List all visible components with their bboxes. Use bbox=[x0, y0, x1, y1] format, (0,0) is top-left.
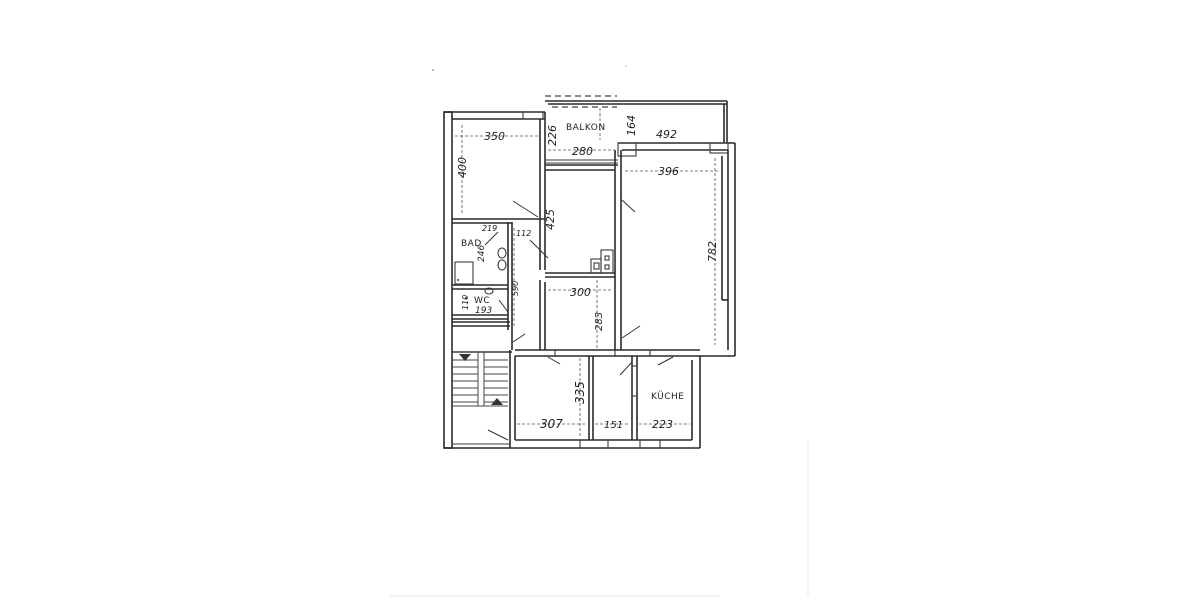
dim-label: 283 bbox=[594, 312, 605, 331]
dim-label: 151 bbox=[604, 420, 623, 431]
dim-label: 112 bbox=[516, 229, 531, 238]
dim-label: 300 bbox=[570, 286, 591, 299]
dim-label: 246 bbox=[477, 245, 487, 262]
dim-label: 164 bbox=[625, 115, 638, 136]
dim-label: 590 bbox=[511, 281, 520, 296]
stairwell bbox=[452, 351, 508, 407]
dim-label: 335 bbox=[573, 381, 587, 404]
dim-label: 110 bbox=[461, 295, 470, 310]
room-label-wc: WC bbox=[474, 296, 490, 306]
dim-label: 782 bbox=[706, 241, 719, 262]
dim-label: 400 bbox=[456, 157, 469, 178]
dim-label: 223 bbox=[652, 418, 673, 431]
dimension-lines bbox=[455, 108, 718, 438]
dim-label: 396 bbox=[658, 165, 679, 178]
room-label-bad: BAD bbox=[461, 239, 482, 249]
dim-label: 226 bbox=[546, 125, 559, 146]
dim-label: 425 bbox=[544, 209, 557, 230]
doors bbox=[484, 199, 674, 441]
dim-label: 492 bbox=[656, 128, 677, 141]
outer-walls bbox=[443, 95, 736, 449]
room-label-kueche: KÜCHE bbox=[651, 391, 685, 402]
dim-label: 307 bbox=[540, 417, 563, 431]
dim-label: 280 bbox=[572, 145, 593, 158]
dim-label: 350 bbox=[484, 130, 505, 143]
dim-label: 219 bbox=[482, 224, 497, 233]
dim-label: 193 bbox=[475, 306, 492, 316]
room-label-balkon: BALKON bbox=[566, 123, 606, 133]
interior-walls bbox=[452, 150, 700, 440]
